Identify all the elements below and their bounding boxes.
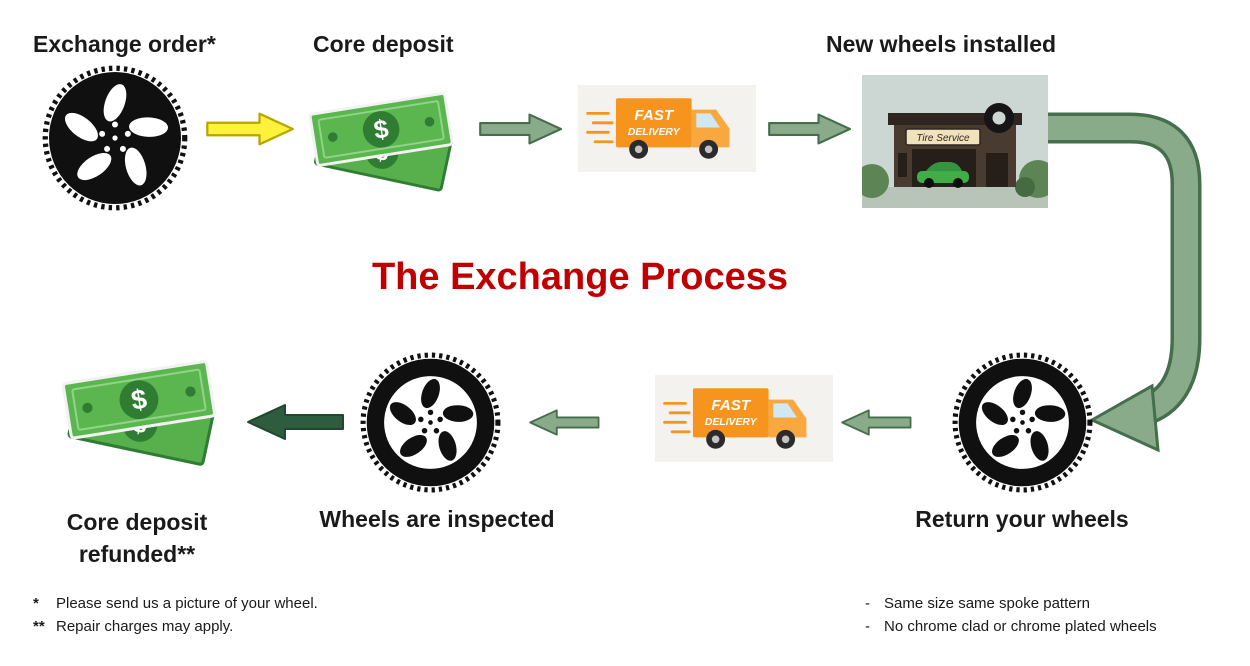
- delivery-truck-icon: [655, 375, 833, 462]
- label-wheels-inspected: Wheels are inspected: [319, 506, 555, 532]
- yellow-arrow-right-icon: [203, 111, 298, 147]
- tire-service-shop-image: Tire Service: [862, 75, 1048, 208]
- green-arrow-right-icon-1: [477, 112, 565, 146]
- footnotes-left: * Please send us a picture of your wheel…: [33, 595, 318, 641]
- footnote-row: ** Repair charges may apply.: [33, 618, 318, 635]
- green-arrow-right-icon-2: [766, 112, 854, 146]
- footnote-marker: -: [865, 618, 870, 635]
- footnote-row: - No chrome clad or chrome plated wheels: [865, 618, 1157, 635]
- white-wheel-icon-inspected: [358, 350, 503, 495]
- footnote-row: - Same size same spoke pattern: [865, 595, 1157, 612]
- footnote-text: No chrome clad or chrome plated wheels: [884, 618, 1157, 635]
- footnote-text: Repair charges may apply.: [56, 618, 234, 635]
- curved-green-arrow-icon: [1046, 112, 1202, 453]
- shop-sign-text: Tire Service: [916, 133, 970, 144]
- footnote-marker: **: [33, 618, 45, 635]
- label-new-wheels-installed: New wheels installed: [826, 31, 1057, 57]
- dark-green-arrow-left-icon: [243, 402, 347, 442]
- label-exchange-order: Exchange order*: [33, 31, 216, 57]
- label-core-deposit-refunded-line1: Core deposit: [66, 509, 208, 535]
- label-core-deposit-refunded-line2: refunded**: [78, 541, 196, 567]
- footnote-text: Please send us a picture of your wheel.: [56, 595, 318, 612]
- footnote-row: * Please send us a picture of your wheel…: [33, 595, 318, 612]
- delivery-truck-image-top: [578, 85, 756, 172]
- black-wheel-icon: [40, 63, 190, 213]
- green-arrow-left-icon-2: [528, 407, 600, 438]
- footnote-marker: -: [865, 595, 870, 612]
- delivery-truck-icon: [578, 85, 756, 172]
- delivery-truck-image-bottom: [655, 375, 833, 462]
- page-title: The Exchange Process: [371, 256, 789, 298]
- money-icon-refund: [50, 347, 234, 475]
- label-core-deposit-refunded: Core deposit refunded**: [37, 506, 237, 570]
- footnote-marker: *: [33, 595, 39, 612]
- white-wheel-icon-return: [950, 350, 1095, 495]
- footnote-text: Same size same spoke pattern: [884, 595, 1090, 612]
- money-icon-core-deposit: [296, 80, 472, 200]
- green-arrow-left-icon-1: [840, 407, 912, 438]
- label-core-deposit: Core deposit: [313, 31, 454, 57]
- label-return-your-wheels: Return your wheels: [915, 506, 1129, 532]
- footnotes-right: - Same size same spoke pattern - No chro…: [865, 595, 1157, 641]
